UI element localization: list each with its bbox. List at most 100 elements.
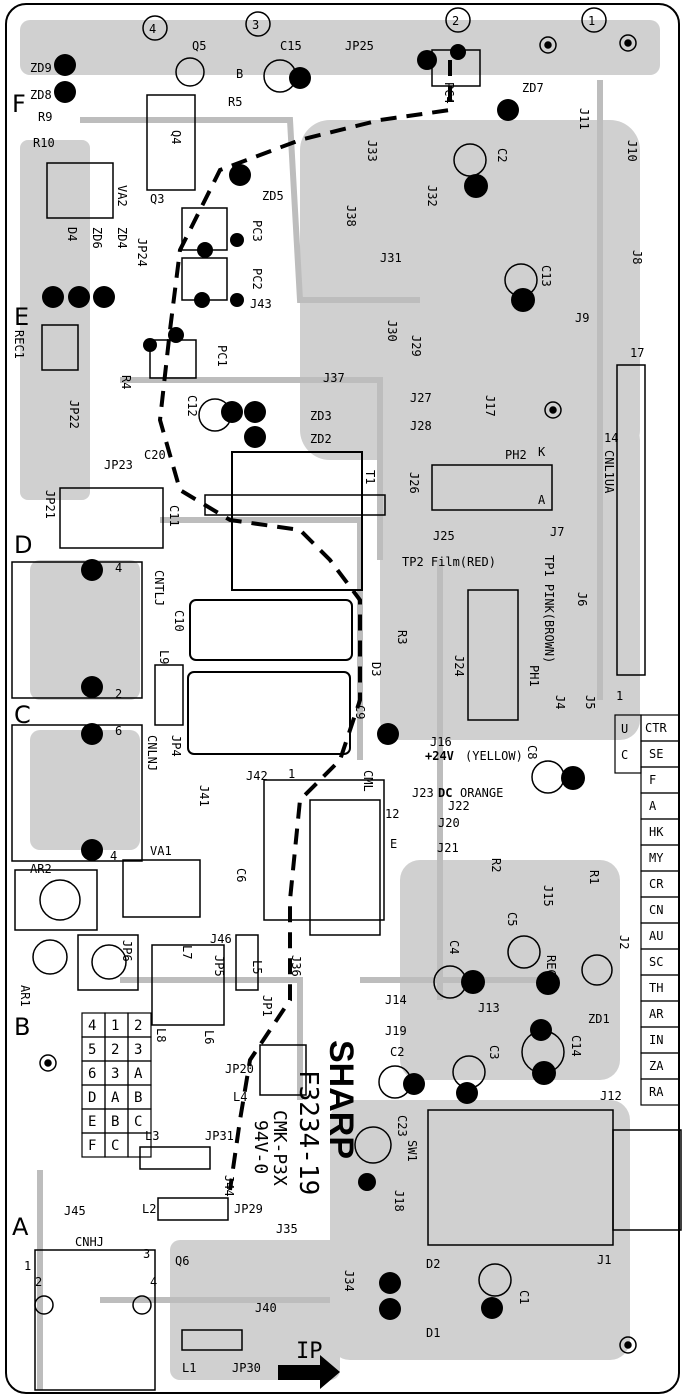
label-ph1: PH1	[527, 665, 541, 687]
jumper-cell-text: B	[111, 1114, 119, 1130]
function-row-label: IN	[649, 1033, 663, 1047]
label-j24: J24	[452, 655, 466, 677]
label-j5: J5	[583, 695, 597, 709]
label-jp23: JP23	[104, 458, 133, 472]
jumper-cell-text: F	[88, 1138, 96, 1154]
label-cnhj-pin4: 4	[150, 1275, 157, 1289]
label-j14: J14	[385, 993, 407, 1007]
mounting-holes	[39, 34, 637, 1354]
label-q4: Q4	[169, 130, 183, 144]
label-c14: C14	[569, 1035, 583, 1057]
label-j33: J33	[365, 140, 379, 162]
jumper-cell-text: 1	[111, 1018, 119, 1034]
label-sw1: SW1	[405, 1140, 419, 1162]
label-yellow: (YELLOW)	[465, 749, 523, 763]
jumper-cell-text: 2	[134, 1018, 142, 1034]
zone-2: 2	[452, 14, 459, 28]
label-va2: VA2	[115, 185, 129, 207]
label-zd4: ZD4	[115, 227, 129, 249]
function-row	[640, 1078, 680, 1106]
label-cntlj-pin4: 4	[115, 561, 122, 575]
label-d2: D2	[426, 1257, 440, 1271]
label-j10: J10	[625, 140, 639, 162]
isolation-boundary	[157, 60, 452, 1191]
transformer-t1	[231, 451, 363, 591]
edge-a: A	[12, 1213, 29, 1241]
label-cnlnj: CNLNJ	[145, 735, 159, 771]
function-header-ctr: CTR	[645, 721, 667, 735]
label-j26: J26	[407, 472, 421, 494]
label-l5: L5	[250, 960, 264, 974]
jumper-cell-text: D	[88, 1090, 96, 1106]
label-c9: C9	[353, 705, 367, 719]
label-j8: J8	[630, 250, 644, 264]
label-cnhj-pin2: 2	[35, 1275, 42, 1289]
label-pc3: PC3	[250, 220, 264, 242]
part-number: F3234-19	[293, 1070, 323, 1195]
label-jp29: JP29	[234, 1202, 263, 1216]
label-pc1: PC1	[215, 345, 229, 367]
label-zd2: ZD2	[310, 432, 332, 446]
label-r2: R2	[489, 858, 503, 872]
zone-4: 4	[149, 22, 156, 36]
label-jp22: JP22	[67, 400, 81, 429]
label-tp1: TP1 PINK(BROWN)	[542, 555, 556, 663]
board-markings: SHARP	[322, 1040, 360, 1159]
label-j32: J32	[425, 185, 439, 207]
function-row-label: CR	[649, 877, 664, 891]
label-d3: D3	[369, 662, 383, 676]
label-c12: C12	[185, 395, 199, 417]
function-row-label: A	[649, 799, 657, 813]
label-j23: J23	[412, 786, 434, 800]
function-header-u: U	[621, 722, 628, 736]
label-j45: J45	[64, 1204, 86, 1218]
label-c2-top: C2	[495, 148, 509, 162]
jumper-cell-text: E	[88, 1114, 96, 1130]
zone-1: 1	[588, 14, 595, 28]
label-jp21: JP21	[43, 490, 57, 519]
label-q6: Q6	[175, 1254, 189, 1268]
label-j46: J46	[210, 932, 232, 946]
label-jp20: JP20	[225, 1062, 254, 1076]
label-c1: C1	[517, 1290, 531, 1304]
label-j17: J17	[483, 395, 497, 417]
jumper-cell-text: 4	[88, 1018, 96, 1034]
label-j13: J13	[478, 1001, 500, 1015]
function-header-c: C	[621, 748, 628, 762]
label-c23: C23	[395, 1115, 409, 1137]
label-j1: J1	[597, 1253, 611, 1267]
label-j30: J30	[385, 320, 399, 342]
label-j25: J25	[433, 529, 455, 543]
label-cml: CML	[361, 770, 375, 792]
label-pin14: 14	[604, 431, 618, 445]
label-r9: R9	[38, 110, 52, 124]
label-tp2: TP2 Film(RED)	[402, 555, 496, 569]
label-j27: J27	[410, 391, 432, 405]
label-cnlnj-pin6: 6	[115, 724, 122, 738]
edge-b: B	[14, 1013, 30, 1041]
label-pin1: 1	[616, 689, 623, 703]
rotated-designators: PC4 Q4 VA2 J33 J11 J10 C2 J32 J38 PC3 PC…	[12, 82, 644, 1304]
jumper-cell-text: 3	[134, 1042, 142, 1058]
label-jp30: JP30	[232, 1361, 261, 1375]
label-j11: J11	[577, 108, 591, 130]
label-jp5: JP5	[212, 955, 226, 977]
label-ph2: PH2	[505, 448, 527, 462]
label-cml-pin1: 1	[288, 767, 295, 781]
jumper-cell-text: 3	[111, 1066, 119, 1082]
label-zd3: ZD3	[310, 409, 332, 423]
label-orange: ORANGE	[460, 786, 503, 800]
label-j37: J37	[323, 371, 345, 385]
label-jp6: JP6	[120, 940, 134, 962]
label-b-pin: B	[236, 67, 243, 81]
label-jp31: JP31	[205, 1129, 234, 1143]
label-c20: C20	[144, 448, 166, 462]
label-cnl1ua: CNL1UA	[602, 450, 616, 494]
function-row-label: HK	[649, 825, 664, 839]
label-rec1: REC1	[12, 330, 26, 359]
label-jp4: JP4	[169, 735, 183, 757]
label-c6: C6	[234, 868, 248, 882]
label-j38: J38	[344, 205, 358, 227]
label-q5: Q5	[192, 39, 206, 53]
label-j36: J36	[289, 955, 303, 977]
